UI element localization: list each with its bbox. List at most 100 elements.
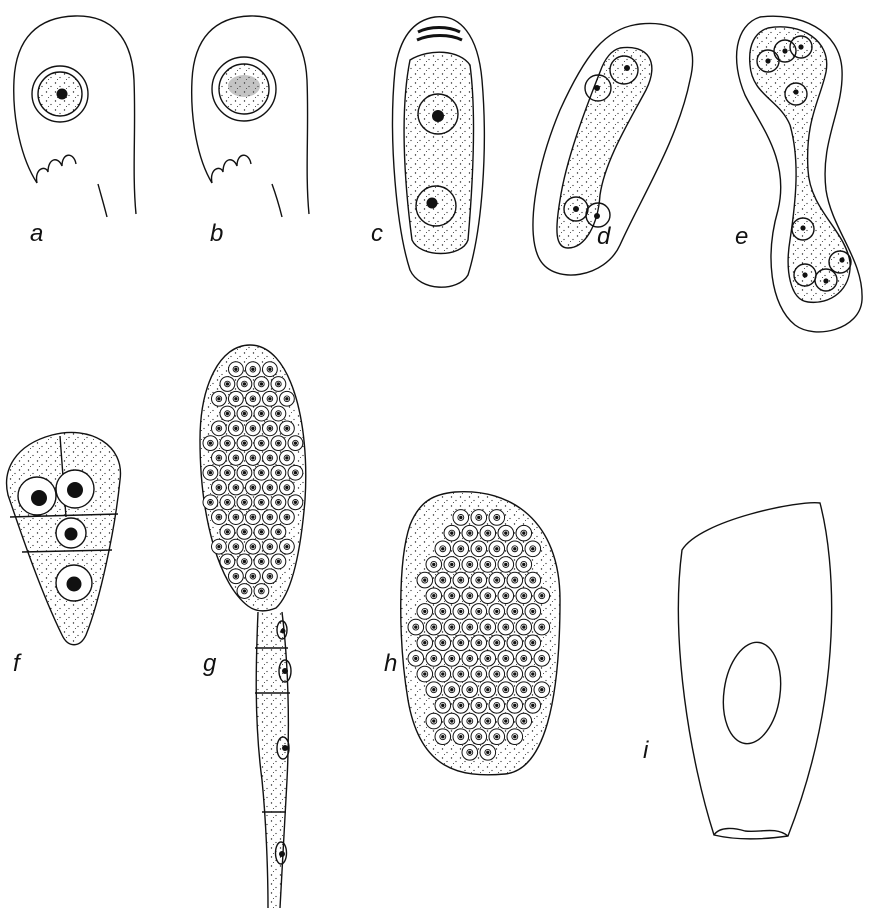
- panel-h-spore-nucleolus: [523, 595, 525, 597]
- panel-h-spore-nucleolus: [424, 610, 426, 612]
- panel-h-spore-nucleolus: [460, 610, 462, 612]
- panel-d-nucleolus: [594, 85, 600, 91]
- panel-g-spore-nucleolus: [235, 368, 237, 370]
- panel-h-spore-nucleolus: [487, 532, 489, 534]
- panel-d-protoplast: [557, 47, 652, 248]
- panel-i-base: [714, 828, 788, 836]
- panel-h-spore-nucleolus: [451, 626, 453, 628]
- panel-g-spore-nucleolus: [243, 531, 245, 533]
- panel-g-spore-nucleolus: [226, 501, 228, 503]
- panel-g-spore-nucleolus: [286, 457, 288, 459]
- panel-g-spore-nucleolus: [218, 487, 220, 489]
- panel-h-spore-nucleolus: [433, 689, 435, 691]
- panel-h-spore-nucleolus: [523, 626, 525, 628]
- panel-h-spore-nucleolus: [496, 548, 498, 550]
- panel-h-spore-nucleolus: [541, 595, 543, 597]
- panel-h-spore-nucleolus: [496, 673, 498, 675]
- panel-h-spore-nucleolus: [478, 736, 480, 738]
- panel-h-spore-nucleolus: [442, 548, 444, 550]
- panel-h-spore-nucleolus: [460, 673, 462, 675]
- panel-c-protoplast: [404, 52, 474, 253]
- panel-g-spore-nucleolus: [252, 398, 254, 400]
- panel-e-nucleolus: [802, 272, 807, 277]
- panel-e-nucleolus: [798, 44, 803, 49]
- panel-h-spore-nucleolus: [532, 579, 534, 581]
- panel-e-nucleolus: [782, 48, 787, 53]
- panel-g-cell: [200, 345, 306, 908]
- panel-h-spore-nucleolus: [442, 704, 444, 706]
- panel-h-spore-nucleolus: [496, 579, 498, 581]
- panel-h-spore-nucleolus: [532, 642, 534, 644]
- panel-e-nucleolus: [800, 225, 805, 230]
- panel-g-spore-nucleolus: [226, 531, 228, 533]
- panel-g-spore-nucleolus: [277, 560, 279, 562]
- panel-g-stalk-nucleolus: [281, 629, 286, 634]
- panel-h-spore-nucleolus: [469, 689, 471, 691]
- panel-h-spore-nucleolus: [496, 610, 498, 612]
- panel-g-spore-nucleolus: [218, 457, 220, 459]
- panel-h-spore-nucleolus: [478, 704, 480, 706]
- panel-g-spore-nucleolus: [235, 427, 237, 429]
- panel-h-spore-nucleolus: [523, 720, 525, 722]
- panel-h-spore-nucleolus: [451, 689, 453, 691]
- panel-g-spore-nucleolus: [269, 457, 271, 459]
- panel-h-spore-nucleolus: [523, 532, 525, 534]
- panel-g-spore-nucleolus: [252, 516, 254, 518]
- panel-g-spore-nucleolus: [218, 546, 220, 548]
- panel-g-spore-nucleolus: [260, 560, 262, 562]
- panel-f-nucleolus: [31, 490, 47, 506]
- panel-h-spore-nucleolus: [469, 657, 471, 659]
- panel-h-spore-nucleolus: [469, 626, 471, 628]
- panel-b-chromatin: [228, 75, 260, 97]
- panel-d-nucleolus: [573, 206, 579, 212]
- panel-h-spore-nucleolus: [469, 563, 471, 565]
- panel-g-spore-nucleolus: [243, 472, 245, 474]
- panel-f-nucleolus: [67, 482, 83, 498]
- panel-c-cell: [393, 17, 485, 287]
- panel-g-spore-nucleolus: [269, 398, 271, 400]
- panel-h-spore-nucleolus: [460, 516, 462, 518]
- panel-e-nucleolus: [793, 89, 798, 94]
- panel-label-i: i: [643, 739, 648, 763]
- panel-g-spore-nucleolus: [252, 487, 254, 489]
- panel-g-spore-nucleolus: [269, 427, 271, 429]
- panel-e-cell: [737, 16, 863, 332]
- panel-h-spore-nucleolus: [496, 704, 498, 706]
- panel-h-spore-nucleolus: [487, 595, 489, 597]
- panel-a-cell-wall: [14, 16, 136, 214]
- panel-g-spore-nucleolus: [260, 590, 262, 592]
- panel-h-spore-nucleolus: [505, 626, 507, 628]
- panel-b-cell: [192, 16, 309, 217]
- panel-h-spore-nucleolus: [523, 563, 525, 565]
- panel-b-stalk: [272, 184, 282, 217]
- panel-g-spore-nucleolus: [277, 531, 279, 533]
- panel-a-lobes: [37, 155, 76, 183]
- panel-a-stalk: [98, 184, 107, 217]
- panel-h-spore-nucleolus: [541, 657, 543, 659]
- panel-h-spore-nucleolus: [424, 642, 426, 644]
- panel-h-spore-nucleolus: [415, 626, 417, 628]
- panel-h-spore-nucleolus: [424, 673, 426, 675]
- panel-g-spore-nucleolus: [235, 546, 237, 548]
- panel-b-lobes: [212, 155, 251, 183]
- panel-f-nucleolus: [65, 528, 78, 541]
- panel-label-c: c: [371, 222, 383, 246]
- panel-h-spore-nucleolus: [523, 689, 525, 691]
- panel-g-spore-nucleolus: [260, 531, 262, 533]
- panel-h-spore-nucleolus: [496, 516, 498, 518]
- panel-e-nucleolus: [765, 58, 770, 63]
- panel-h-spore-nucleolus: [478, 548, 480, 550]
- panel-h-spore-nucleolus: [433, 626, 435, 628]
- panel-h-spore-nucleolus: [514, 548, 516, 550]
- panel-g-spore-nucleolus: [209, 501, 211, 503]
- panel-i-outer-wall: [678, 503, 831, 839]
- panel-h-spore-nucleolus: [451, 532, 453, 534]
- panel-g-spore-nucleolus: [252, 575, 254, 577]
- panel-a-nucleolus: [57, 89, 68, 100]
- panel-h-spore-nucleolus: [460, 579, 462, 581]
- panel-i-cell: [678, 503, 831, 839]
- panel-g-spore-nucleolus: [252, 368, 254, 370]
- panel-h-spore-nucleolus: [514, 642, 516, 644]
- panel-h-spore-nucleolus: [514, 610, 516, 612]
- panel-g-spore-nucleolus: [277, 413, 279, 415]
